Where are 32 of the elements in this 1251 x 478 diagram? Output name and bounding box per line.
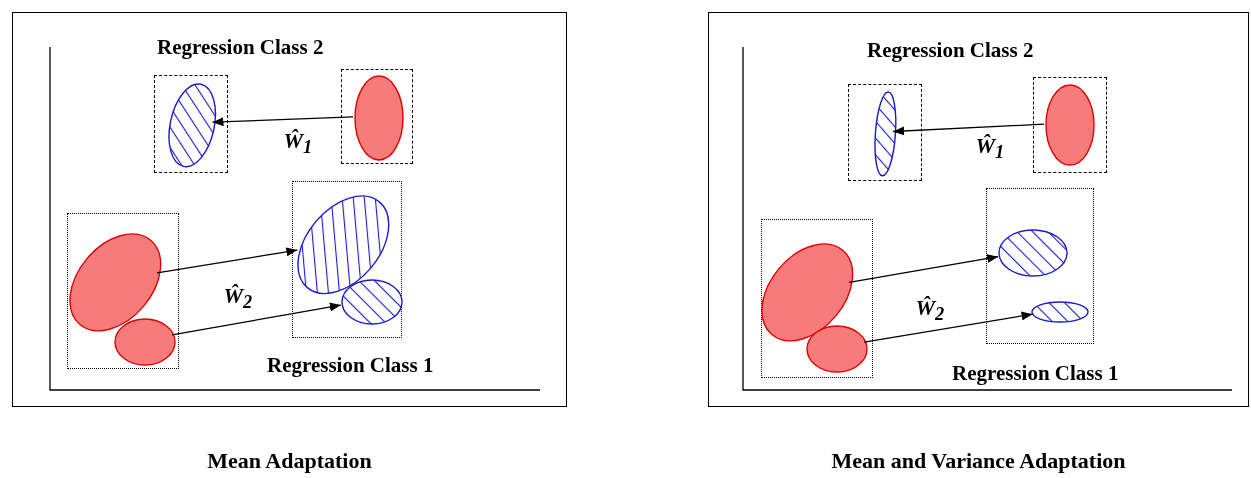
dashed-group-box	[341, 69, 413, 164]
filled-ellipse	[805, 324, 869, 374]
hatched-ellipse	[340, 278, 404, 326]
arrow	[156, 247, 299, 274]
dashed-group-box	[154, 75, 228, 173]
filled-ellipse	[759, 241, 855, 343]
dotted-group-box	[986, 188, 1094, 344]
class-label: Regression Class 1	[952, 360, 1119, 386]
class-label: Regression Class 2	[157, 34, 324, 60]
filled-ellipse	[113, 317, 177, 367]
dashed-group-box	[1033, 77, 1107, 173]
hatched-ellipse	[166, 81, 218, 169]
arrow	[171, 302, 342, 336]
hatched-ellipse	[997, 228, 1069, 278]
arrow	[211, 116, 354, 127]
class-label: Regression Class 1	[267, 352, 434, 378]
panel-caption: Mean Adaptation	[206, 448, 373, 474]
hatched-ellipse	[872, 90, 898, 178]
hatched-ellipse	[295, 194, 391, 296]
dotted-group-box	[292, 181, 402, 338]
dotted-group-box	[67, 213, 179, 369]
arrow	[863, 311, 1034, 343]
dashed-group-box	[848, 84, 922, 181]
filled-ellipse	[67, 231, 163, 333]
arrow	[848, 253, 999, 284]
arrow	[892, 123, 1045, 136]
class-label: Regression Class 2	[867, 37, 1034, 63]
dotted-group-box	[761, 219, 873, 378]
filled-ellipse	[1044, 83, 1096, 167]
hatched-ellipse	[1030, 300, 1090, 324]
filled-ellipse	[353, 74, 405, 162]
panel-caption: Mean and Variance Adaptation	[830, 448, 1127, 474]
